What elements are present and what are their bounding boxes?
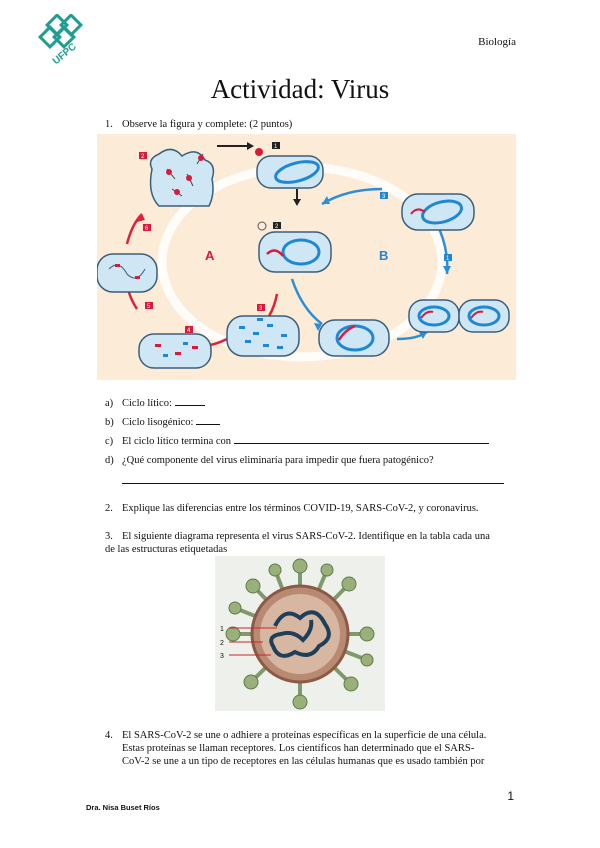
q4-line-2: Estas proteínas se llaman receptores. Lo… <box>122 743 475 754</box>
step-badge: 3 <box>259 306 263 312</box>
q3-line-1: El siguiente diagrama representa el viru… <box>122 531 490 542</box>
answer-blank-a[interactable] <box>174 405 205 406</box>
q4-line-3: CoV-2 se une a un tipo de receptores en … <box>122 756 485 767</box>
q1-number: 1. <box>105 119 113 130</box>
step-badge: 2 <box>275 224 279 230</box>
step-badge: 5 <box>147 304 151 310</box>
q2-number: 2. <box>105 503 113 514</box>
cycle-label-a: A <box>205 248 215 263</box>
answer-blank-d[interactable] <box>122 483 504 484</box>
step-badge: 6 <box>145 226 149 232</box>
q1-text: Observe la figura y complete: (2 puntos) <box>122 119 293 130</box>
step-badge: 1 <box>274 144 278 150</box>
q3-line-2: de las estructuras etiquetadas <box>105 544 228 555</box>
item-a: Ciclo lítico: <box>122 397 205 410</box>
structure-label-3: 3 <box>220 653 224 660</box>
item-b: Ciclo lisogénico: <box>122 416 221 429</box>
item-a-letter: a) <box>105 398 114 409</box>
viral-cycle-figure: A B 1 2 3 4 5 6 2 1 3 <box>97 134 516 380</box>
q4-number: 4. <box>105 730 113 741</box>
item-a-text: Ciclo lítico: <box>122 398 172 409</box>
ufpc-logo: UFPC <box>37 14 84 66</box>
answer-blank-b[interactable] <box>196 424 221 425</box>
q2-text: Explique las diferencias entre los térmi… <box>122 503 479 514</box>
item-c: El ciclo lítico termina con <box>122 435 489 448</box>
step-badge: 2 <box>141 154 145 160</box>
q4-line-1: El SARS-CoV-2 se une o adhiere a proteín… <box>122 730 487 741</box>
q4-text: El SARS-CoV-2 se une o adhiere a proteín… <box>122 729 517 768</box>
item-b-letter: b) <box>105 417 114 428</box>
structure-label-1: 1 <box>220 626 224 633</box>
q3-number: 3. <box>105 531 113 542</box>
item-c-text: El ciclo lítico termina con <box>122 436 232 447</box>
sars-cov-2-figure: 1 2 3 <box>215 556 385 711</box>
item-d-text: ¿Qué componente del virus eliminaría par… <box>122 455 434 466</box>
item-b-text: Ciclo lisogénico: <box>122 417 194 428</box>
subject-label: Biología <box>478 36 516 48</box>
step-badge: 4 <box>187 328 191 334</box>
step-badge: 1 <box>446 256 450 262</box>
page-title: Actividad: Virus <box>210 74 390 104</box>
structure-label-2: 2 <box>220 640 224 647</box>
item-d-letter: d) <box>105 455 114 466</box>
q3-text: El siguiente diagrama representa el viru… <box>105 530 517 556</box>
footer-author: Dra. Nisa Buset Ríos <box>86 803 160 812</box>
page-number: 1 <box>507 789 514 803</box>
cycle-label-b: B <box>379 248 388 263</box>
answer-blank-c[interactable] <box>233 443 489 444</box>
step-badge: 3 <box>382 194 386 200</box>
item-c-letter: c) <box>105 436 114 447</box>
